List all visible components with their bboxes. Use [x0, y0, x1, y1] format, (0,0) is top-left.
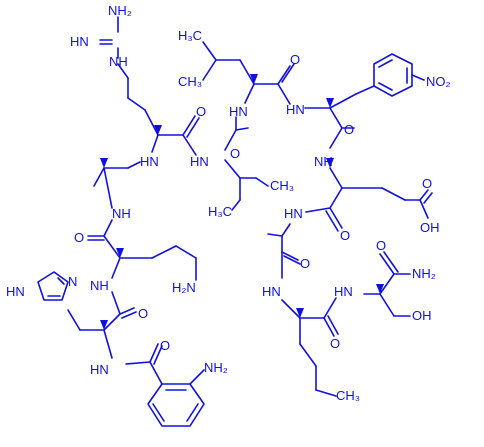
arginine-side-chain: [99, 16, 159, 136]
label-oxygen-2: O: [196, 104, 206, 119]
label-oxygen-6: O: [300, 256, 310, 271]
label-no2: NO₂: [426, 74, 451, 89]
nitrophenyl-ring: [329, 53, 425, 109]
label-hn-alanine-right: HN: [284, 206, 303, 221]
atom-labels: NH₂ HN NH H₃C CH₃ NO₂ HN HN O O O HN HN …: [6, 3, 451, 403]
leucine-side-chain: [202, 41, 255, 85]
backbone: [37, 63, 433, 427]
label-hn-norleucine: HN: [262, 284, 281, 299]
label-nh2-abz: NH₂: [204, 360, 228, 375]
stereo-wedges: [100, 74, 384, 330]
label-hn-abz: HN: [90, 362, 109, 377]
label-hn-histidine: HN: [6, 284, 25, 299]
label-hn-arginine: HN: [140, 154, 159, 169]
label-nh-alanine-left: NH: [112, 206, 131, 221]
label-hn-valine: HN: [190, 154, 209, 169]
label-hn-guanidine: HN: [70, 34, 89, 49]
label-h3c-leucine: H₃C: [178, 28, 202, 43]
label-oxygen-serine: O: [376, 238, 386, 253]
label-h2n-lysine: H₂N: [172, 280, 196, 295]
label-nh-lysine: NH: [90, 278, 109, 293]
label-oxygen-1: O: [290, 52, 300, 67]
label-nh2-guanidine: NH₂: [108, 3, 132, 18]
label-nh-glutamate: NH: [314, 154, 333, 169]
label-n-histidine: N: [68, 274, 77, 289]
label-hn-leucine: HN: [229, 104, 248, 119]
label-oxygen-alanine: O: [74, 230, 84, 245]
label-oxygen-abz: O: [160, 338, 170, 353]
label-ch3-leucine: CH₃: [178, 74, 202, 89]
label-oxygen-histidine: O: [138, 306, 148, 321]
label-oxygen-norleucine: O: [330, 336, 340, 351]
label-hn-nitrophenylalanine: HN: [286, 102, 305, 117]
label-nh2-serine: NH₂: [412, 266, 436, 281]
label-oxygen-glutamate: O: [422, 176, 432, 191]
label-nh-guanidine: NH: [109, 54, 128, 69]
label-oxygen-5: O: [340, 228, 350, 243]
label-ch3-norleucine: CH₃: [336, 388, 360, 403]
label-oxygen-3: O: [344, 122, 354, 137]
label-ch3-valine: CH₃: [270, 178, 294, 193]
label-hn-serine: HN: [334, 284, 353, 299]
label-h3c-valine: H₃C: [208, 204, 232, 219]
label-oxygen-valine: O: [230, 146, 240, 161]
label-oh-serine: OH: [412, 308, 432, 323]
label-oh-glutamate: OH: [420, 220, 440, 235]
